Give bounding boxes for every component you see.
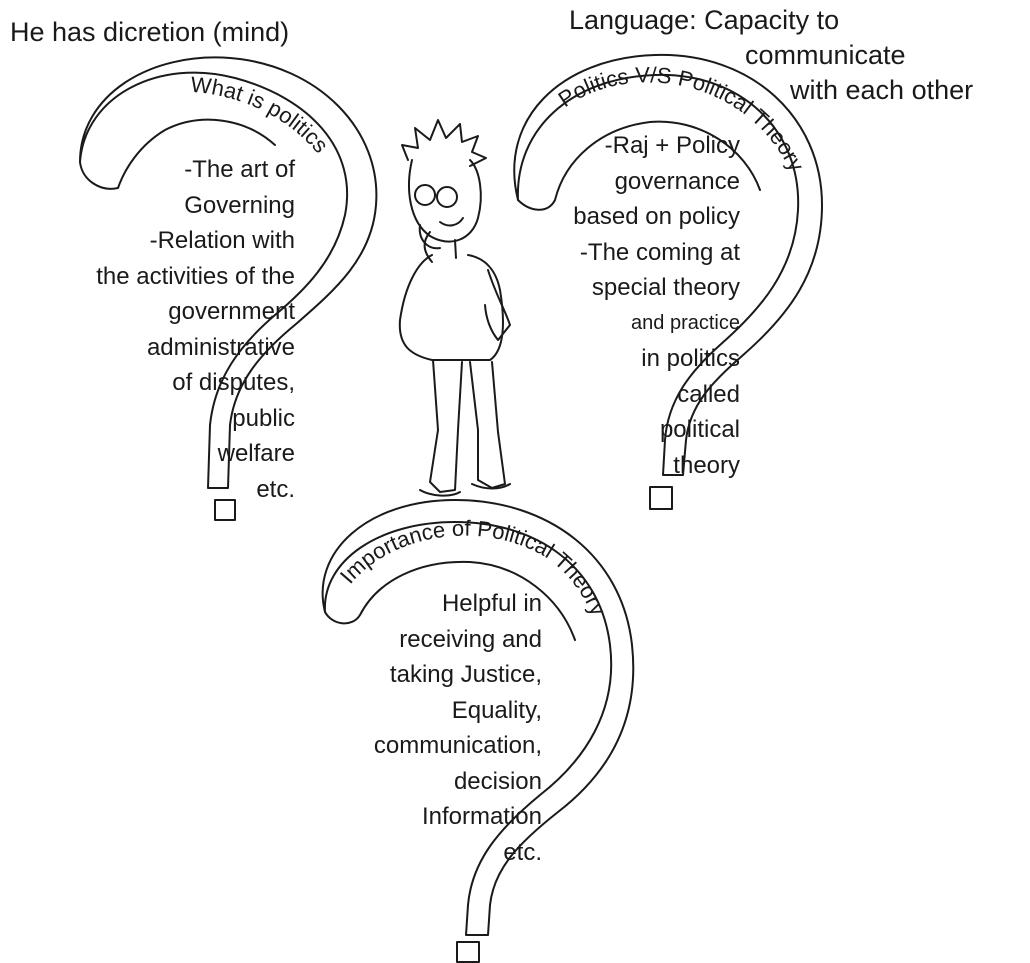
- body-line: Governing: [184, 191, 295, 219]
- body-line: theory: [673, 451, 740, 479]
- body-line: Equality,: [451, 696, 542, 724]
- body-line: and practice: [631, 311, 740, 334]
- body-line: etc.: [503, 838, 542, 866]
- body-line: -The art of: [184, 156, 295, 183]
- body-line: welfare: [217, 440, 295, 467]
- body-line: taking Justice,: [389, 661, 542, 688]
- body-line: receiving and: [399, 625, 542, 653]
- question-mark-importance: [321, 499, 635, 963]
- question-mark-dot: [214, 499, 236, 521]
- body-line: decision: [453, 767, 542, 795]
- body-line: etc.: [256, 475, 295, 503]
- body-line: the activities of the: [96, 262, 295, 290]
- question-mark-dot: [649, 486, 673, 510]
- body-line: political: [659, 416, 740, 443]
- body-line: communication,: [373, 732, 542, 759]
- note-discretion: He has dicretion (mind): [10, 17, 290, 47]
- thinking-person-figure: [398, 119, 511, 497]
- question-mark-what-is-politics: [79, 56, 378, 521]
- body-line: Helpful in: [441, 590, 542, 617]
- body-line: administrative: [146, 333, 295, 361]
- question-mark-politics-vs-political-theory: [513, 53, 823, 510]
- body-line: called: [677, 380, 740, 408]
- note-language-line2: communicate: [745, 40, 906, 70]
- body-line: -The coming at: [579, 238, 740, 266]
- body-line: government: [168, 298, 295, 325]
- body-line: governance: [614, 167, 740, 195]
- body-line: based on policy: [573, 203, 740, 230]
- note-language-line1: Language: Capacity to: [569, 5, 840, 35]
- question-body-what-is-politics: -The art of Governing -Relation with the…: [96, 152, 295, 507]
- question-mark-dot: [456, 941, 480, 963]
- body-line: Information: [421, 803, 542, 830]
- body-line: -Relation with: [149, 227, 295, 254]
- body-line: public: [232, 404, 295, 432]
- note-language-line3: with each other: [790, 75, 974, 105]
- question-body-importance: Helpful in receiving and taking Justice,…: [374, 586, 542, 870]
- question-body-politics-vs-theory: -Raj + Policy governance based on policy…: [573, 128, 740, 483]
- body-line: -Raj + Policy: [604, 132, 740, 159]
- body-line: in politics: [641, 345, 740, 372]
- body-line: of disputes,: [172, 369, 295, 396]
- body-line: special theory: [591, 274, 740, 301]
